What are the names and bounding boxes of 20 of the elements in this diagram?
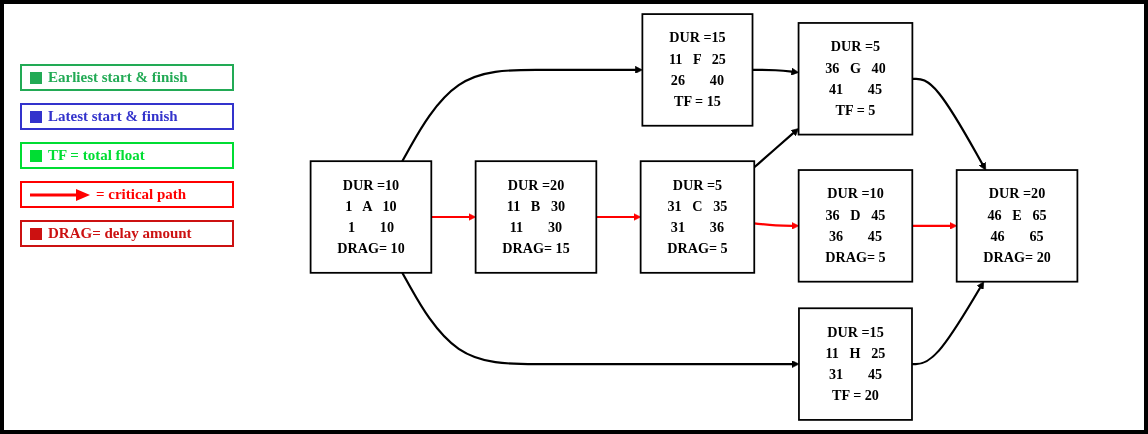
- arrow: [431, 213, 476, 221]
- node-box: DUR =10 1 A 10 1 10 DRAG= 10: [309, 160, 433, 274]
- node-box: DUR =15 11 F 25 26 40 TF = 15: [641, 13, 754, 127]
- arrow: [752, 67, 799, 76]
- arrow: [912, 77, 987, 171]
- node-box: DUR =5 31 C 35 31 36 DRAG= 5: [639, 160, 756, 274]
- arrow: [596, 213, 641, 221]
- node-box: DUR =20 46 E 65 46 65 DRAG= 20: [955, 169, 1079, 283]
- legend-text: Earliest start & finish: [48, 69, 188, 86]
- arrow: [754, 221, 799, 230]
- legend-text: Latest start & finish: [48, 108, 178, 125]
- node-box: DUR =15 11 H 25 31 45 TF = 20: [798, 307, 913, 421]
- arrow: [401, 66, 643, 162]
- legend-text: = critical path: [96, 186, 187, 203]
- node-box: DUR =5 36 G 40 41 45 TF = 5: [797, 22, 914, 136]
- arrow: [912, 281, 985, 366]
- node-box: DUR =10 36 D 45 36 45 DRAG= 5: [797, 169, 914, 283]
- legend-text: TF = total float: [48, 147, 145, 164]
- legend-text: DRAG= delay amount: [48, 225, 192, 242]
- node-box: DUR =20 11 B 30 11 30 DRAG= 15: [474, 160, 598, 274]
